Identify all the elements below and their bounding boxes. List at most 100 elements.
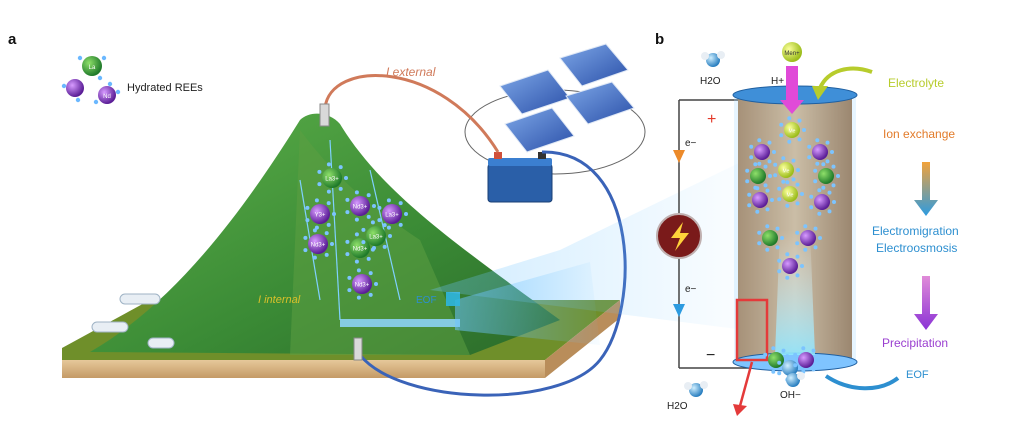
column-ion-me-3-label: Me [787,193,794,199]
legend-water-dots [61,55,121,105]
solar-panel-3 [504,107,575,153]
h2o-label-top: H2O [700,76,721,87]
column-ion-nd-5 [795,224,822,252]
eof-box [446,292,460,306]
electron-arrow-bottom [673,304,685,317]
hill-ion-3: Nd3+ [345,190,376,222]
electron-label-bottom: e− [685,284,697,295]
column-ion-nd-7 [793,346,820,374]
ion-exchange-arrow [914,162,938,216]
column-ion-me-3: Me [777,180,804,208]
drain-pipes [91,293,175,349]
circuit: + − e− e− [656,99,752,369]
hill-ion-5-label: Nd3+ [311,243,326,249]
column-glass [734,92,856,364]
ion-exchange-label: Ion exchange [883,127,955,141]
eof-label-b: EOF [906,369,929,381]
me-ion-top [782,42,802,62]
solar-array [464,43,646,175]
oh-molecule [786,372,805,387]
hill-ion-6-label: Nd3+ [353,247,368,253]
column-ion-la-3 [757,224,784,252]
electrode-bottom [353,337,363,361]
external-current-label: I external [386,65,436,79]
column-center-flow [775,230,815,355]
drain-pipe-3 [147,337,175,349]
column-ion-la-2 [813,162,840,190]
solar-panel-1 [499,69,571,115]
lightning-icon [671,222,689,251]
hill-ion-7: La3+ [361,220,392,252]
column-ion-me-1: Me [779,116,806,144]
me-input-arrow [780,66,804,114]
precipitation-arrow [914,276,938,330]
legend-ion-nd-2 [98,86,116,104]
hill-ion-3-label: Nd3+ [353,205,368,211]
hill-ion-5: Nd3+ [303,228,334,260]
electrolyte-arrow [818,66,873,89]
me-ion-top-label: Men+ [784,51,800,57]
electrolyte-label: Electrolyte [888,76,944,90]
eof-outflow-arrow [824,374,900,391]
precipitate-out-arrowhead [733,404,747,416]
column-ion-me-2: Me [773,156,800,184]
external-cable [323,74,500,153]
hill-ion-2-label: Y3+ [315,213,326,219]
column-ion-nd-6 [777,252,804,280]
column-ion-nd-2 [807,138,834,166]
h2o-label-bottom: H2O [667,401,688,412]
electroosmosis-label: Electroosmosis [876,241,957,255]
electrode-top [319,103,330,127]
hill-ion-7-label: La3+ [369,235,383,241]
h2o-molecule-bottom [684,381,708,397]
battery [487,152,553,203]
legend-ion-la-label: La [89,65,96,71]
drain-pipe-1 [119,293,161,305]
electron-label-top: e− [685,138,697,149]
eof-label-a: EOF [416,295,437,306]
column-ion-nd-3 [747,186,774,214]
hill-ion-group: La3+Y3+Nd3+La3+Nd3+Nd3+La3+Nd3+ [303,162,408,300]
soil-front-face [62,360,545,378]
sample-box [735,298,769,362]
minus-terminal: − [706,347,715,364]
column-ion-me-1-label: Me [789,129,796,135]
solar-panel-4 [565,81,635,125]
battery-terminal-neg [538,152,546,159]
solar-panel-2 [559,43,629,87]
battery-body [487,163,553,203]
electron-arrow-top [673,150,685,163]
legend-hydrated-rees: La Nd Hydrated REEs [61,55,203,105]
precipitation-label: Precipitation [882,336,948,350]
oh-minus-label: OH− [780,390,801,401]
drain-pipe-2 [91,321,129,333]
legend-ion-nd-1 [66,79,84,97]
hill-ion-1: La3+ [317,162,348,194]
hill-ion-2: Y3+ [305,198,336,230]
h-plus-label: H+ [771,76,784,87]
column-ion-me-2-label: Me [783,169,790,175]
plus-terminal: + [707,111,716,128]
battery-terminal-pos [494,152,502,159]
h2o-molecule-top [701,51,725,67]
internal-current-label: I internal [258,294,301,306]
column-ion-nd-4 [809,188,836,216]
internal-cable [358,150,627,397]
zoom-beam [430,160,745,330]
electromigration-label: Electromigration [872,224,959,238]
panel-label-b: b [655,31,664,48]
precipitate-out-arrow-line [738,361,754,407]
hill-ion-1-label: La3+ [325,177,339,183]
hill-ion-8-label: Nd3+ [355,283,370,289]
column-ion-la-1 [745,162,772,190]
legend-label: Hydrated REEs [127,82,203,94]
legend-ion-nd-label: Nd [103,94,111,100]
hill-ion-4-label: La3+ [385,213,399,219]
panel-label-a: a [8,31,17,48]
electrolyte-arrowhead [812,86,828,100]
hill-ion-4: La3+ [377,198,408,230]
flow-channel [340,319,460,327]
column-ion-nd-1 [749,138,776,166]
